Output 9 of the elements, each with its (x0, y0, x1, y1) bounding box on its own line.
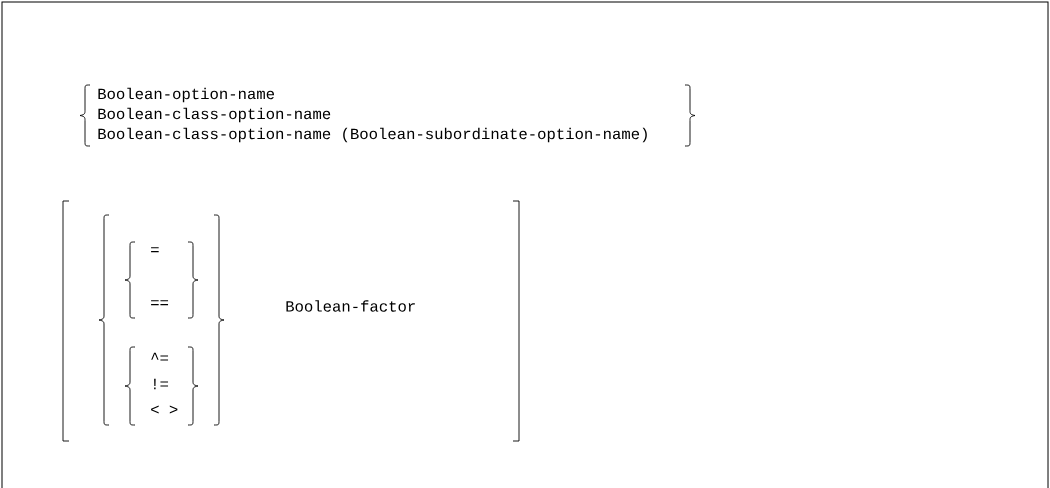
operator: != (154, 378, 169, 390)
operator: == (151, 300, 169, 306)
operator: ^= (151, 352, 169, 361)
operator: = (151, 247, 159, 253)
syntax-term: Boolean-factor (286, 300, 415, 312)
option-name: Boolean-option-name (98, 87, 274, 103)
option-name: Boolean-class-option-name (Boolean-subordinate-option-name) (98, 127, 647, 143)
option-name: Boolean-class-option-name (98, 107, 331, 123)
operator: < > (151, 405, 178, 414)
